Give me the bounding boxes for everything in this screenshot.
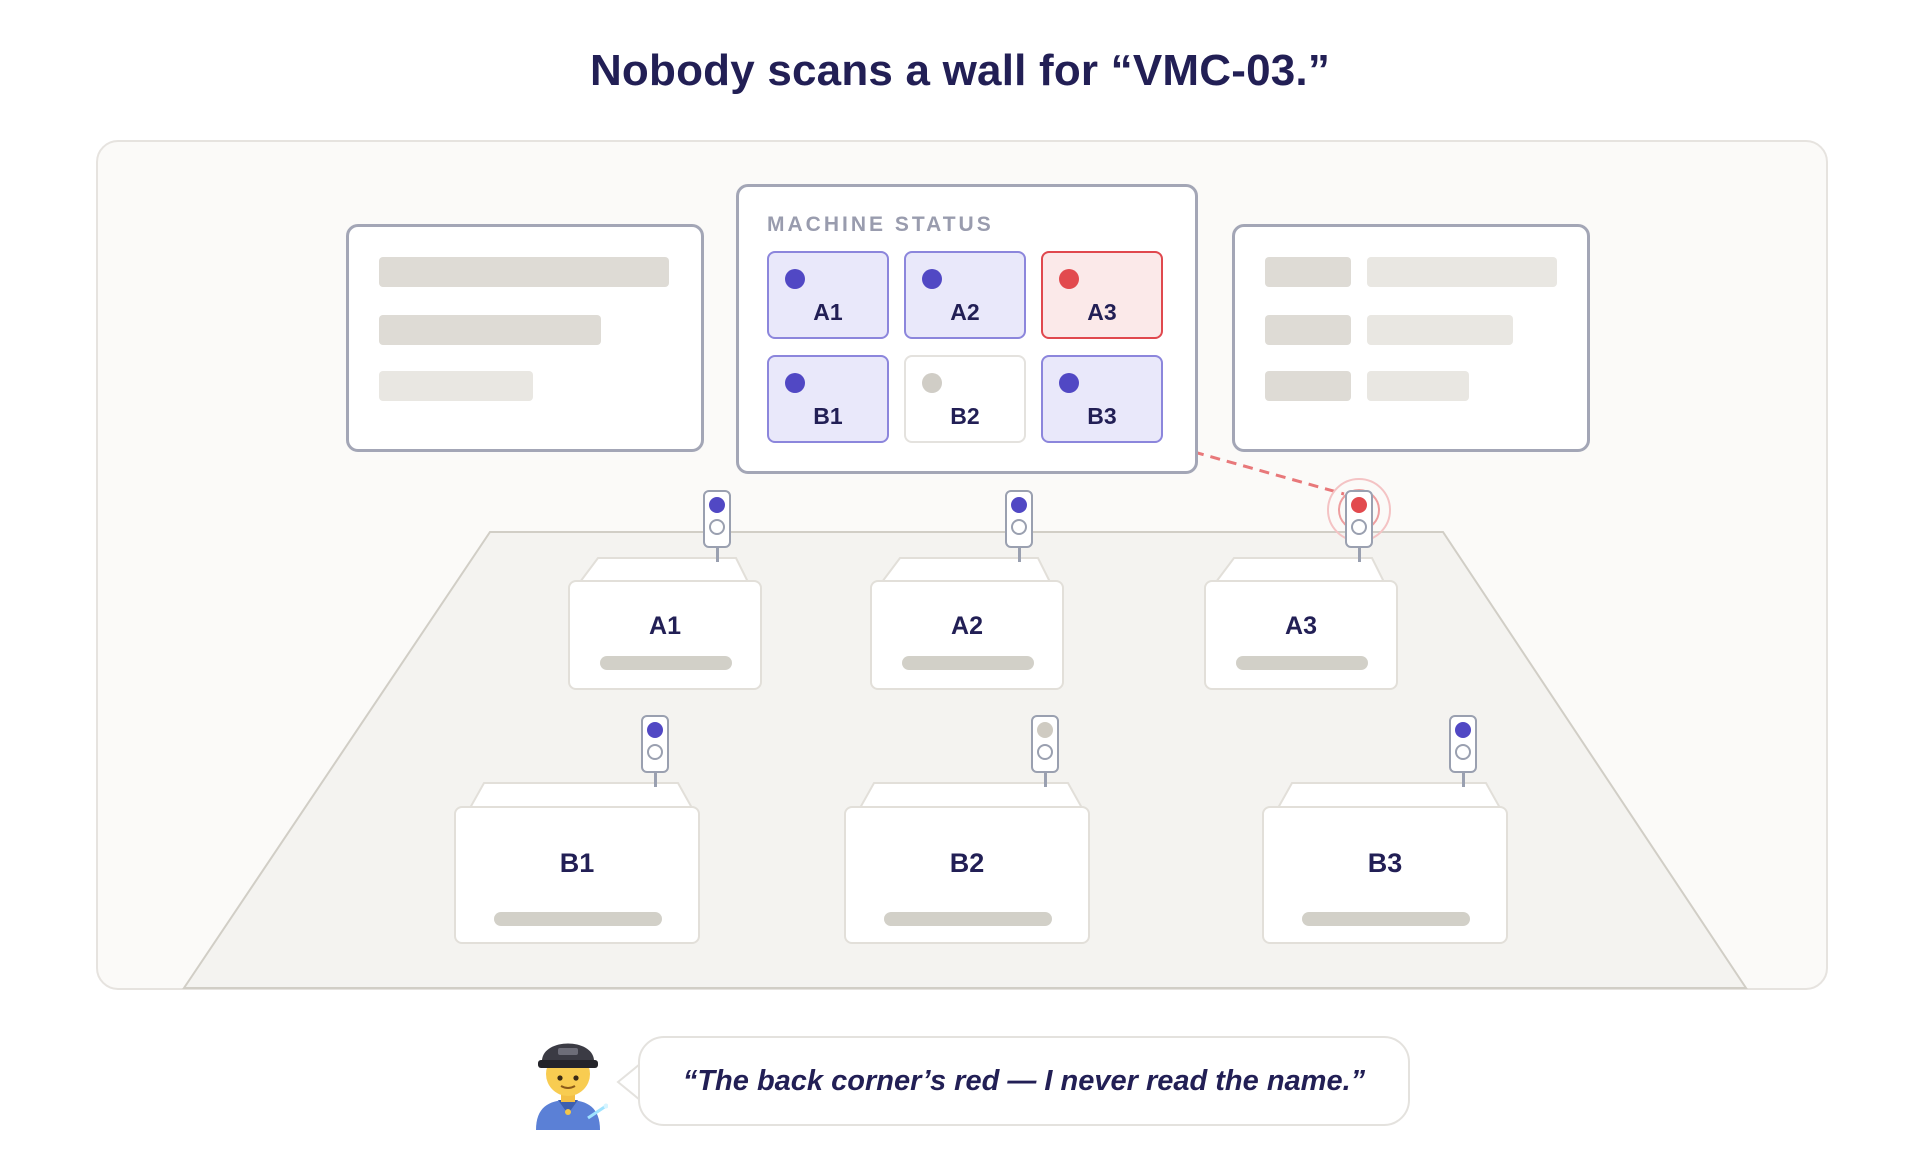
machine-display-bar [902,656,1034,670]
machine-a3[interactable]: A3 [1204,580,1398,690]
status-dot [922,269,942,289]
status-tile-label: A3 [1087,299,1117,325]
machine-b3[interactable]: B3 [1262,806,1508,944]
status-dot [1059,373,1079,393]
placeholder-bar [1265,315,1351,345]
light-pole [1358,548,1361,562]
status-tile-label: A1 [813,299,843,325]
page-title: Nobody scans a wall for “VMC-03.” [589,46,1331,95]
left-wall-panel [346,224,704,452]
status-board-heading: MACHINE STATUS [767,213,994,236]
right-wall-panel [1232,224,1590,452]
stack-light-a2 [1005,490,1033,548]
machine-display-bar [884,912,1052,926]
light-lamp-bottom [1037,744,1053,760]
machine-label: B1 [559,848,595,878]
machine-a2[interactable]: A2 [870,580,1064,690]
machine-b2[interactable]: B2 [844,806,1090,944]
machine-label: B2 [949,848,985,878]
status-dot [785,373,805,393]
stack-light-b1 [641,715,669,773]
placeholder-bar [379,315,601,345]
light-lamp-top [647,722,663,738]
light-lamp-top [1351,497,1367,513]
status-dot [1059,269,1079,289]
status-tile-label: B1 [813,403,843,429]
status-tile-b3[interactable]: B3 [1041,355,1163,443]
speech-bubble: “The back corner’s red — I never read th… [638,1036,1410,1126]
light-lamp-top [1011,497,1027,513]
status-tile-a2[interactable]: A2 [904,251,1026,339]
status-tile-b2[interactable]: B2 [904,355,1026,443]
light-pole [716,548,719,562]
machine-b1[interactable]: B1 [454,806,700,944]
placeholder-bar [1265,371,1351,401]
placeholder-bar [1367,315,1513,345]
placeholder-bar [379,257,669,287]
light-lamp-top [1455,722,1471,738]
light-pole [1462,773,1465,787]
light-lamp-top [709,497,725,513]
light-pole [1044,773,1047,787]
light-lamp-bottom [1011,519,1027,535]
light-lamp-bottom [1455,744,1471,760]
light-lamp-bottom [709,519,725,535]
status-tile-label: A2 [950,299,980,325]
light-lamp-bottom [647,744,663,760]
machine-display-bar [1236,656,1368,670]
placeholder-bar [1367,257,1557,287]
stack-light-a1 [703,490,731,548]
machine-display-bar [494,912,662,926]
status-tile-a3[interactable]: A3 [1041,251,1163,339]
light-lamp-top [1037,722,1053,738]
status-tile-b1[interactable]: B1 [767,355,889,443]
status-dot [785,269,805,289]
alert-link-line [1193,450,1345,496]
light-pole [654,773,657,787]
status-dot [922,373,942,393]
machine-tops [468,557,1502,809]
light-pole [1018,548,1021,562]
stack-light-b3 [1449,715,1477,773]
factory-worker-icon [536,1043,608,1130]
status-tile-label: B2 [950,403,980,429]
machine-label: B3 [1367,848,1403,878]
factory-scene: MACHINE STATUS A1 A2 A3 B1 B2 B3 [96,140,1828,990]
status-tile-a1[interactable]: A1 [767,251,889,339]
placeholder-bar [1367,371,1469,401]
machine-display-bar [600,656,732,670]
worker-quote: “The back corner’s red — I never read th… [682,1064,1366,1097]
status-tile-label: B3 [1087,403,1117,429]
stack-light-b2 [1031,715,1059,773]
machine-a1[interactable]: A1 [568,580,762,690]
light-lamp-bottom [1351,519,1367,535]
machine-label: A1 [649,612,681,640]
stack-light-a3 [1345,490,1373,548]
machine-label: A2 [951,612,983,640]
placeholder-bar [379,371,533,401]
machine-label: A3 [1285,612,1317,640]
machine-status-board: MACHINE STATUS A1 A2 A3 B1 B2 B3 [736,184,1198,474]
machine-display-bar [1302,912,1470,926]
placeholder-bar [1265,257,1351,287]
